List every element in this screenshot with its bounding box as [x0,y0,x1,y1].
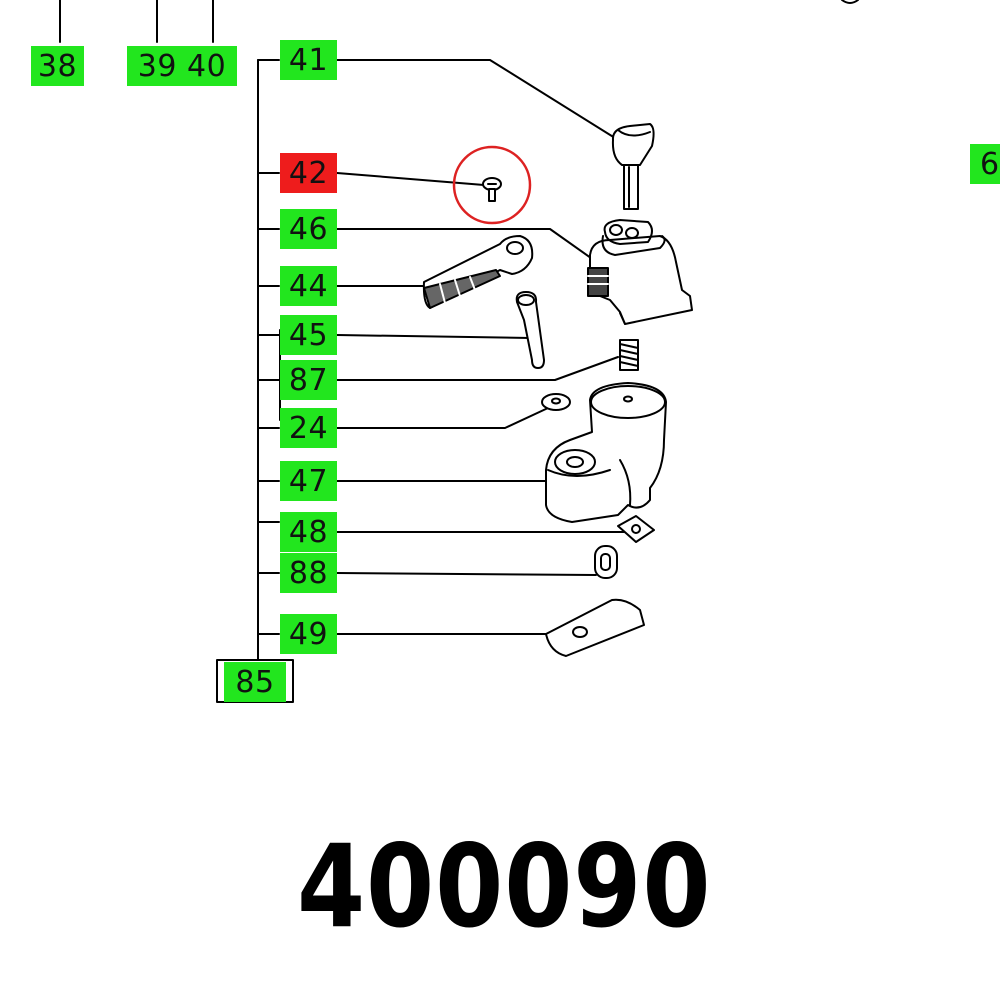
callout-38[interactable]: 38 [31,46,84,86]
callout-46[interactable]: 46 [280,209,337,249]
callout-24[interactable]: 24 [280,408,337,448]
callout-41[interactable]: 41 [280,40,337,80]
part-44-lever[interactable] [422,235,534,309]
callout-45[interactable]: 45 [280,315,337,355]
part-leader-lines [336,59,626,635]
part-48-square-nut[interactable] [617,515,655,543]
part-42-screw[interactable] [482,177,502,202]
part-87-spring[interactable] [619,339,639,371]
group-bracket [257,59,281,661]
callout-40[interactable]: 40 [187,49,227,84]
callout-39[interactable]: 39 [137,49,177,84]
callout-88[interactable]: 88 [280,553,337,593]
part-41-knob-bolt[interactable] [611,123,655,210]
callout-42-selected[interactable]: 42 [280,153,337,193]
part-45-stud[interactable] [515,291,545,369]
callout-49[interactable]: 49 [280,614,337,654]
callout-47[interactable]: 47 [280,461,337,501]
top-leader-lines [59,0,859,43]
callout-6x-cropped[interactable]: 6 [970,144,1000,184]
callout-48[interactable]: 48 [280,512,337,552]
part-49-plate[interactable] [545,598,645,657]
callout-85[interactable]: 85 [224,662,286,702]
callout-87[interactable]: 87 [280,360,337,400]
label-85-frame [216,659,294,703]
part-88-clip[interactable] [594,545,618,579]
part-24-washer[interactable] [541,393,571,411]
callout-39-40[interactable]: 39 40 [127,46,237,86]
part-46-clamp-block[interactable] [587,219,693,325]
callout-44[interactable]: 44 [280,266,337,306]
selected-part-circle [452,145,532,225]
part-number: 400090 [296,820,712,953]
part-47-clamp-body[interactable] [545,382,667,523]
